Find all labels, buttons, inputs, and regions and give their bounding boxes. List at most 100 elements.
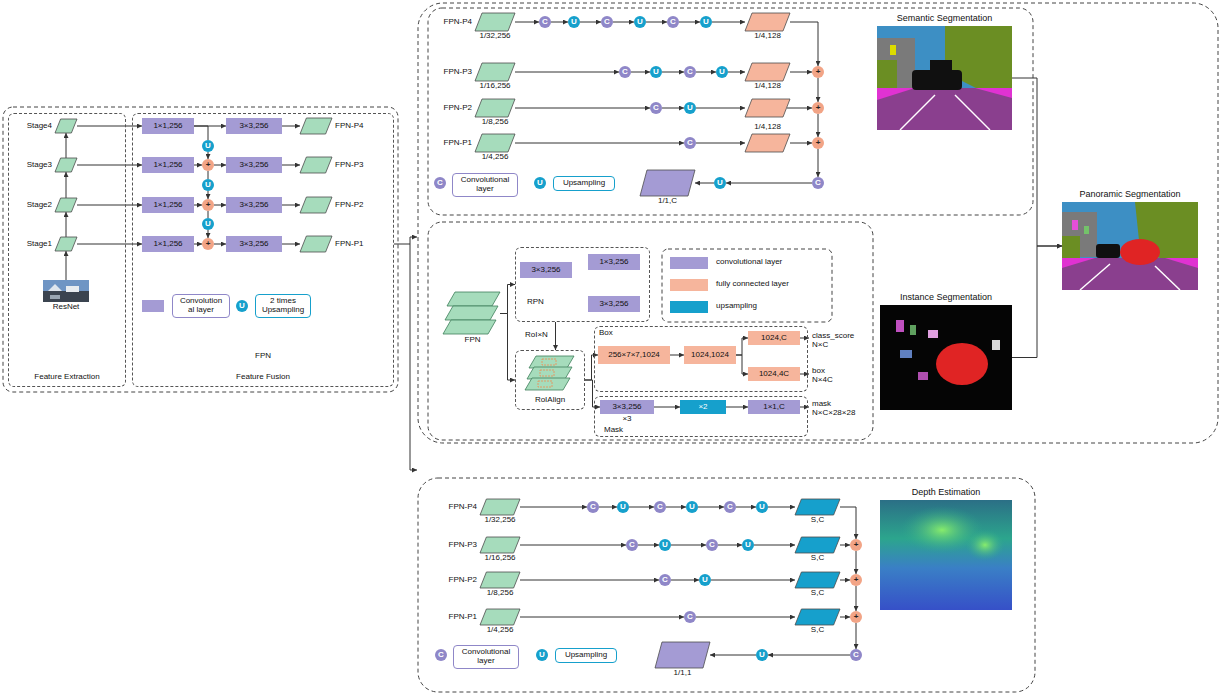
semantic-segmentation-image-part [900,95,935,130]
branch-bracket [394,237,417,470]
node-text: 3×3,256 [239,122,268,130]
feature-map-outline [655,642,710,668]
roialign-icon [525,356,574,390]
symbol-letter: U [239,302,245,310]
feature-map-outline [480,499,520,515]
layer-box: 3×3,256 [226,118,282,134]
image-panel: ResNet [43,280,89,302]
panoramic-segmentation-image [1062,202,1198,290]
node-text: 1×1,256 [153,240,182,248]
feature-map-shape [745,13,790,31]
node-text: + [816,68,821,76]
resnet-input-photo-part [50,295,60,299]
node-text: 1024,1024 [691,351,729,359]
operation-circle: C [684,66,696,78]
branch-bracket-part [410,237,417,238]
edge-label: RoI×N [524,331,549,340]
fpn-stack-icon-part [443,320,496,334]
group-box: Box256×7×7,10241024,10241024,C1024,4C [594,326,808,392]
feature-map: Stage4 [55,119,77,133]
fpn-stack-icon [443,292,500,334]
feature-map-outline [475,99,515,117]
connector-arrow [768,507,795,508]
node-text: FPN-P4 [444,18,472,27]
node-text: ResNet [53,303,80,312]
layer-box: 3×3,256 [226,197,282,213]
operation-circle: C [601,16,613,28]
node-text: Stage4 [27,122,52,131]
node-text: 1/8,256 [487,589,514,598]
operation-circle: U [202,218,214,230]
connector-arrow [520,580,659,581]
connector-arrow [585,380,600,407]
connector-arrow [580,22,601,23]
connector-arrow [711,580,795,581]
legend-text: Upsampling [555,648,617,663]
node-text: 3×3,256 [239,161,268,169]
node-text: 3×3,256 [612,403,641,411]
instance-segmentation-image-part [918,372,928,380]
semantic-segmentation-image-part [877,60,897,88]
node-text: S,C [811,589,824,598]
semantic-segmentation-image-part [877,38,915,88]
node-text: FPN-P3 [335,161,363,170]
feature-map-shape [475,63,515,81]
connector-arrow [208,191,209,199]
feature-map-outline [795,609,840,625]
node-text: U [662,541,668,549]
operation-circle: + [812,137,824,149]
connector-arrow [712,22,745,23]
connector-arrow [790,143,812,144]
resnet-input-photo-part [66,286,79,292]
output-arrows-part [787,108,812,109]
node-text: C [590,503,596,511]
feature-map-outline [795,572,840,588]
node-text: Stage1 [27,240,52,249]
connector-arrow [696,72,716,73]
group-box: Feature ExtractionStage4Stage3Stage2Stag… [8,113,126,387]
layer-box: 1×1,256 [142,197,194,213]
feature-map-shape [745,63,790,81]
connector-arrow [282,244,300,245]
operation-circle: U [742,539,754,551]
operation-circle: + [812,102,824,114]
operation-circle: C [619,66,631,78]
instance-segmentation-image-part [880,305,1012,410]
connector-arrow [856,551,857,574]
symbol-letter: C [438,651,444,659]
layer-box: 3×3,256×3 [600,400,654,414]
node-text: U [571,18,577,26]
connector-arrow [208,152,209,159]
roialign-icon-part [527,367,572,379]
feature-map-shape [480,537,520,553]
connector-arrow [629,507,654,508]
feature-map: S,C [795,572,840,588]
feature-map-shape [795,572,840,588]
panoramic-segmentation-image-part [1084,226,1089,234]
node-text: 256×7×7,1024 [608,351,660,359]
node-text: 1/4,256 [482,153,509,162]
group-box: RoIAlign [515,350,585,410]
connector-arrow [768,655,850,656]
node-text: Box [599,329,613,338]
feature-map-shape [480,572,520,588]
operation-circle: C [706,539,718,551]
connector-arrow [208,230,209,238]
node-text: FPN-P1 [444,139,472,148]
legend-swatch [670,301,708,313]
feature-map-outline [300,197,332,213]
connector-arrow [214,165,226,166]
operation-circle: C [850,649,862,661]
connector-arrow [818,149,819,177]
feature-map: 1/4,128 [745,13,790,31]
node-text: C [622,68,628,76]
connector-arrow [736,355,748,374]
operation-circle: C [659,574,671,586]
resnet-input-photo [43,280,89,302]
feature-map: Stage3 [55,158,77,172]
node-text: C [657,503,663,511]
feature-map-outline [480,537,520,553]
node-text: 1/16,256 [479,82,510,91]
operation-circle: C [667,16,679,28]
feature-map-outline [55,198,77,212]
